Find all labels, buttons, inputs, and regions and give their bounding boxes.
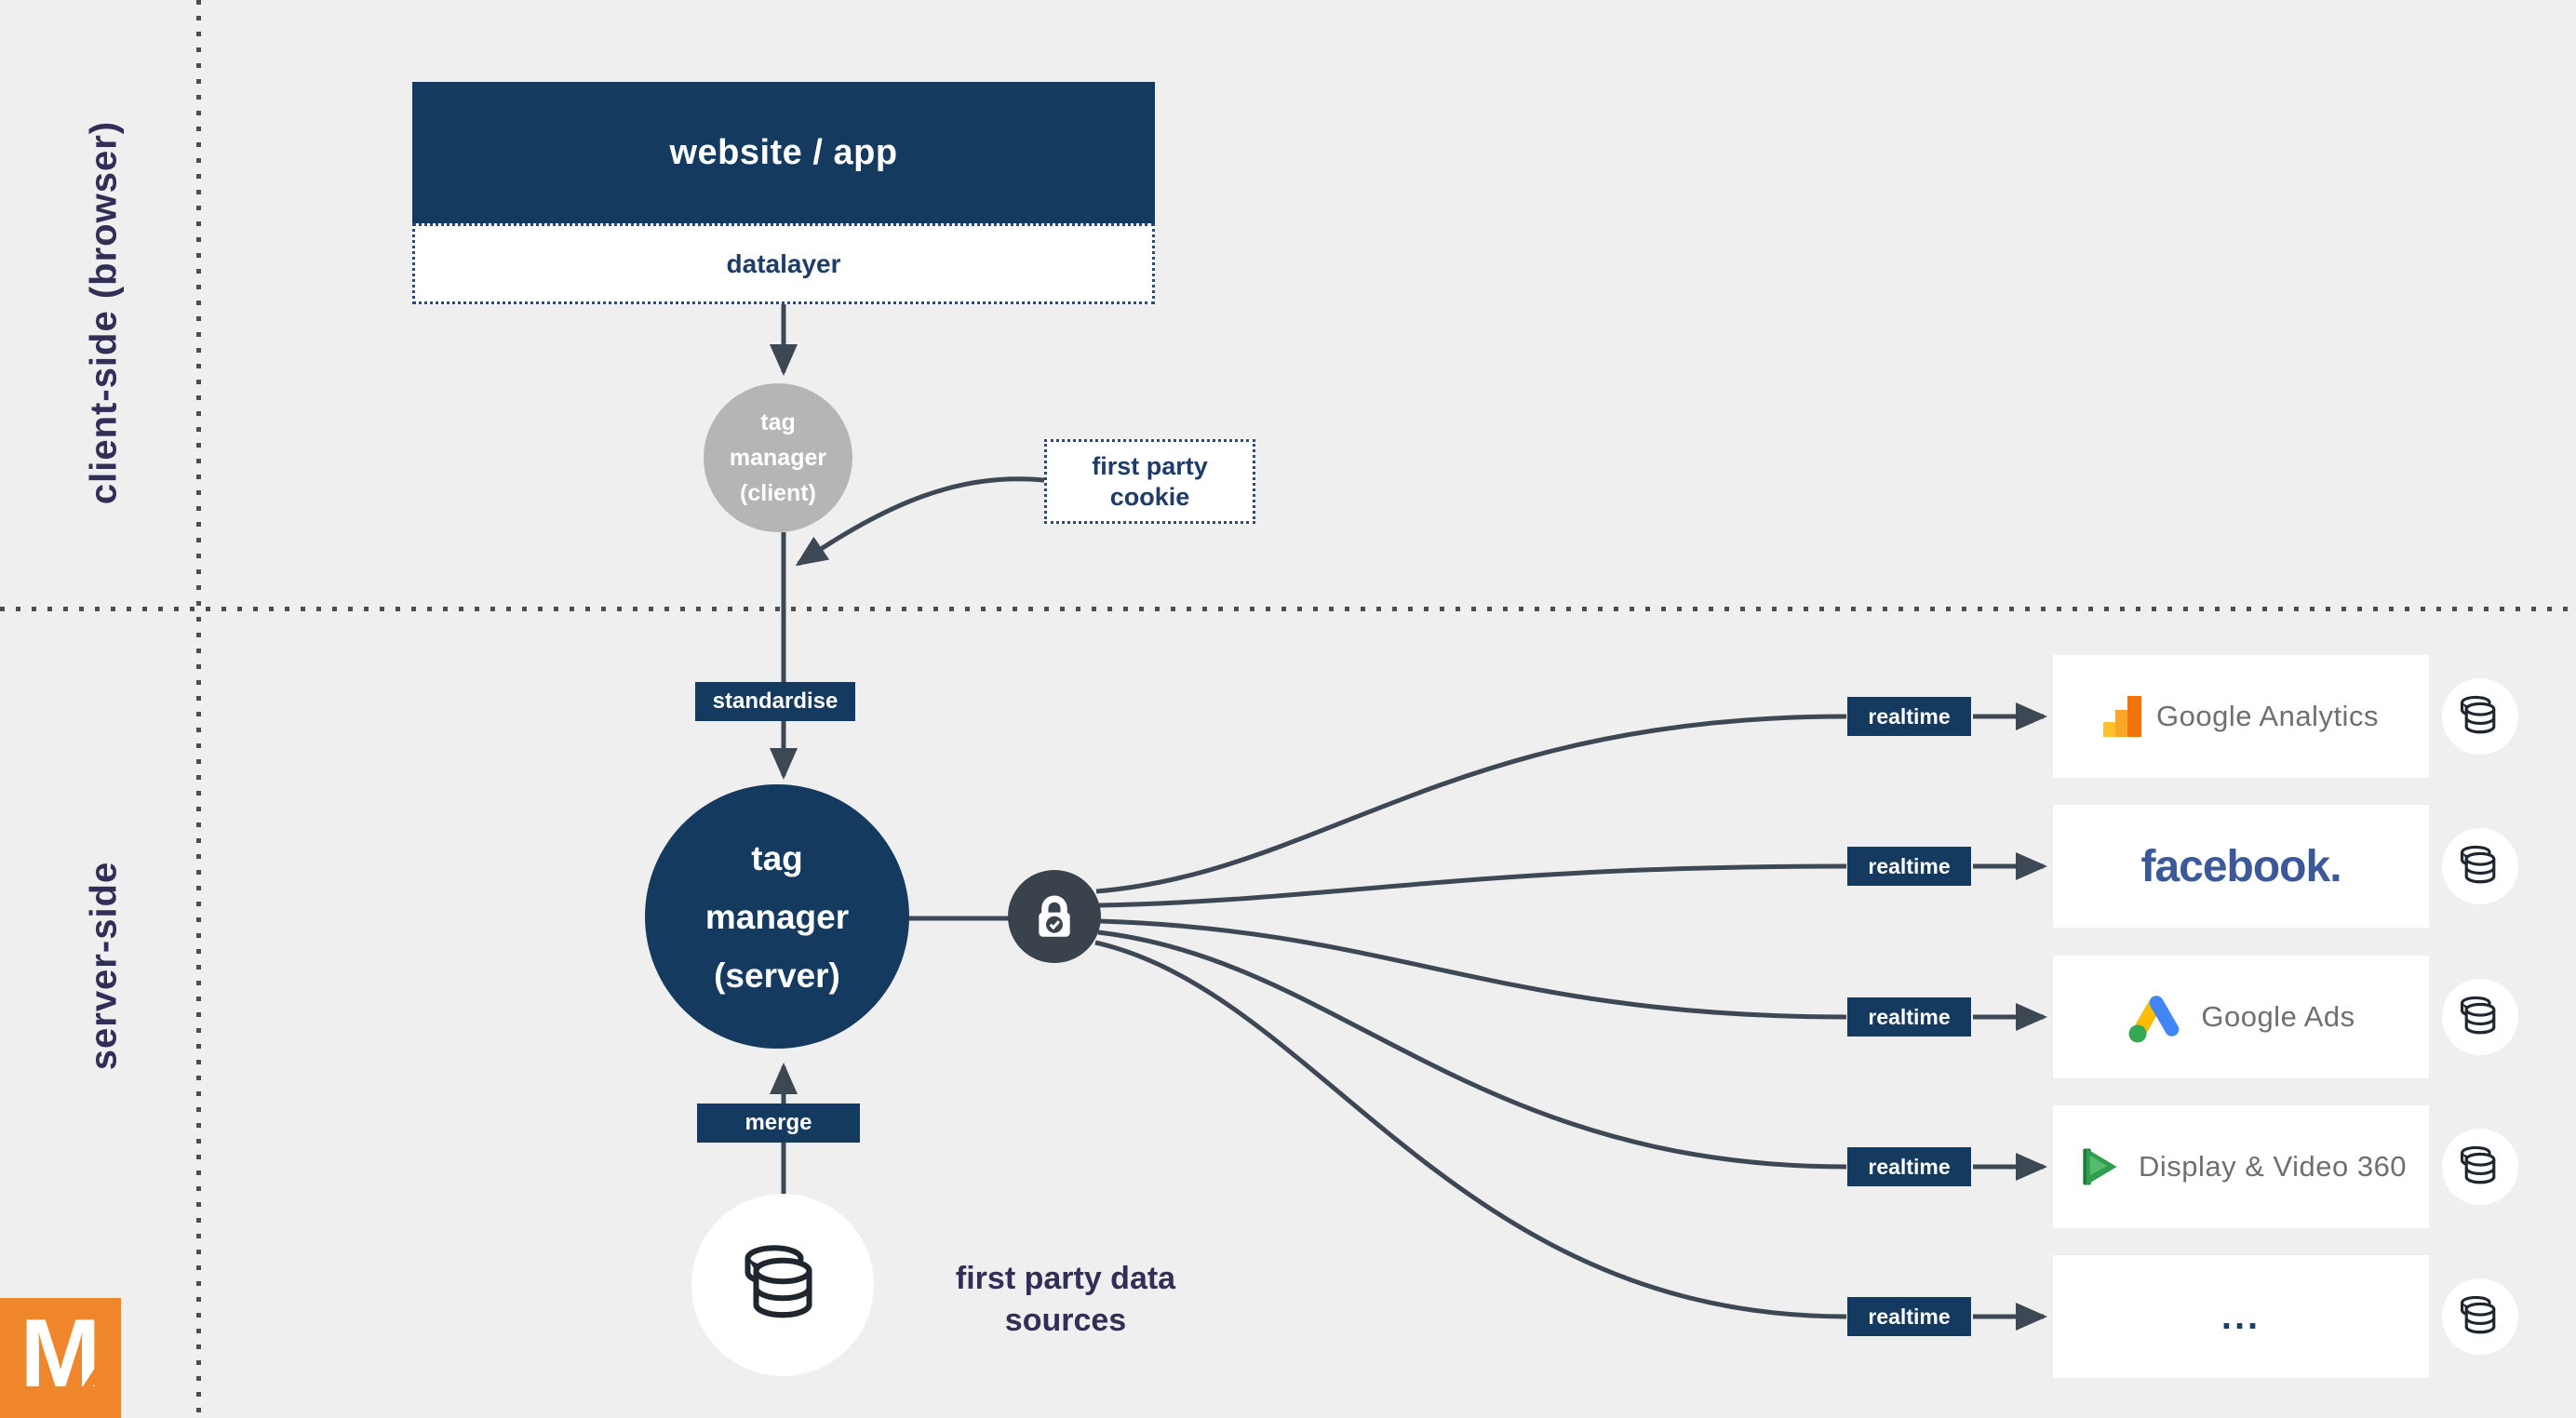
website-app-node: website / app <box>412 82 1155 223</box>
database-icon <box>2454 690 2506 742</box>
destination-row-google-ads: realtime Google Ads <box>0 956 2576 1078</box>
database-icon <box>2454 840 2506 892</box>
realtime-badge: realtime <box>1847 1297 1971 1336</box>
client-server-vertical-divider <box>196 0 201 1418</box>
google-analytics-label: Google Analytics <box>2156 700 2379 732</box>
measurelab-logo: M <box>0 1298 121 1418</box>
cookie-line1: first party <box>1092 451 1208 480</box>
tag-manager-server-line1: tag <box>751 838 803 877</box>
standardise-label: standardise <box>712 689 839 714</box>
standardise-badge: standardise <box>695 682 855 721</box>
datalayer-node: datalayer <box>412 223 1155 304</box>
database-icon <box>2454 1141 2506 1193</box>
tag-manager-server-line2: manager <box>704 897 850 936</box>
more-destinations-label: ... <box>2220 1295 2261 1337</box>
destination-row-google-analytics: realtime Google Analytics <box>0 655 2576 778</box>
cookie-line2: cookie <box>1109 482 1190 511</box>
realtime-label: realtime <box>1868 703 1951 729</box>
tag-manager-server-line3: (server) <box>714 956 840 995</box>
datastore-circle <box>2442 979 2518 1055</box>
datastore-circle <box>2442 678 2518 755</box>
datastore-circle <box>2442 1278 2518 1355</box>
first-party-data-caption: first party data sources <box>861 1258 1270 1342</box>
realtime-badge: realtime <box>1847 697 1971 736</box>
realtime-label: realtime <box>1868 853 1951 878</box>
display-video-360-label: Display & Video 360 <box>2138 1150 2408 1183</box>
datalayer-label: datalayer <box>726 248 841 278</box>
destination-row-more: realtime ... <box>0 1255 2576 1378</box>
fpds-line2: sources <box>1004 1303 1127 1338</box>
google-analytics-card: Google Analytics <box>2053 655 2429 778</box>
tag-manager-client-node: tag manager (client) <box>704 383 852 532</box>
merge-badge: merge <box>697 1104 860 1143</box>
display-video-360-icon <box>2083 1148 2117 1185</box>
tag-manager-client-line2: manager <box>729 445 827 471</box>
privacy-lock-node <box>1008 870 1101 963</box>
client-server-horizontal-divider <box>0 607 2576 611</box>
facebook-wordmark: facebook. <box>2140 841 2341 891</box>
facebook-card: facebook. <box>2053 805 2429 928</box>
destination-row-facebook: realtime facebook. <box>0 805 2576 928</box>
fpds-line1: first party data <box>955 1261 1176 1296</box>
tag-manager-client-line1: tag <box>760 409 796 435</box>
database-icon <box>2454 991 2506 1043</box>
google-ads-icon <box>2128 996 2180 1043</box>
more-destinations-card: ... <box>2053 1255 2429 1378</box>
realtime-label: realtime <box>1868 1154 1951 1179</box>
tag-manager-client-line3: (client) <box>740 480 816 506</box>
m-logo-letter: M <box>20 1300 101 1408</box>
google-analytics-icon <box>2103 696 2142 737</box>
merge-label: merge <box>745 1110 812 1135</box>
display-video-360-card: Display & Video 360 <box>2053 1105 2429 1228</box>
datastore-circle <box>2442 1129 2518 1205</box>
first-party-data-node <box>691 1194 874 1376</box>
tag-manager-server-node: tag manager (server) <box>645 784 909 1049</box>
first-party-cookie-node: first party cookie <box>1044 439 1255 524</box>
realtime-badge: realtime <box>1847 997 1971 1037</box>
destination-row-display-video-360: realtime Display & Video 360 <box>0 1105 2576 1228</box>
datastore-circle <box>2442 828 2518 904</box>
realtime-label: realtime <box>1868 1304 1951 1329</box>
google-ads-label: Google Ads <box>2201 1000 2355 1033</box>
realtime-badge: realtime <box>1847 1147 1971 1186</box>
database-icon <box>2454 1291 2506 1343</box>
realtime-label: realtime <box>1868 1004 1951 1029</box>
google-ads-card: Google Ads <box>2053 956 2429 1078</box>
realtime-badge: realtime <box>1847 847 1971 886</box>
website-app-label: website / app <box>669 132 898 172</box>
lock-icon <box>1039 895 1070 937</box>
database-icon <box>732 1235 833 1335</box>
